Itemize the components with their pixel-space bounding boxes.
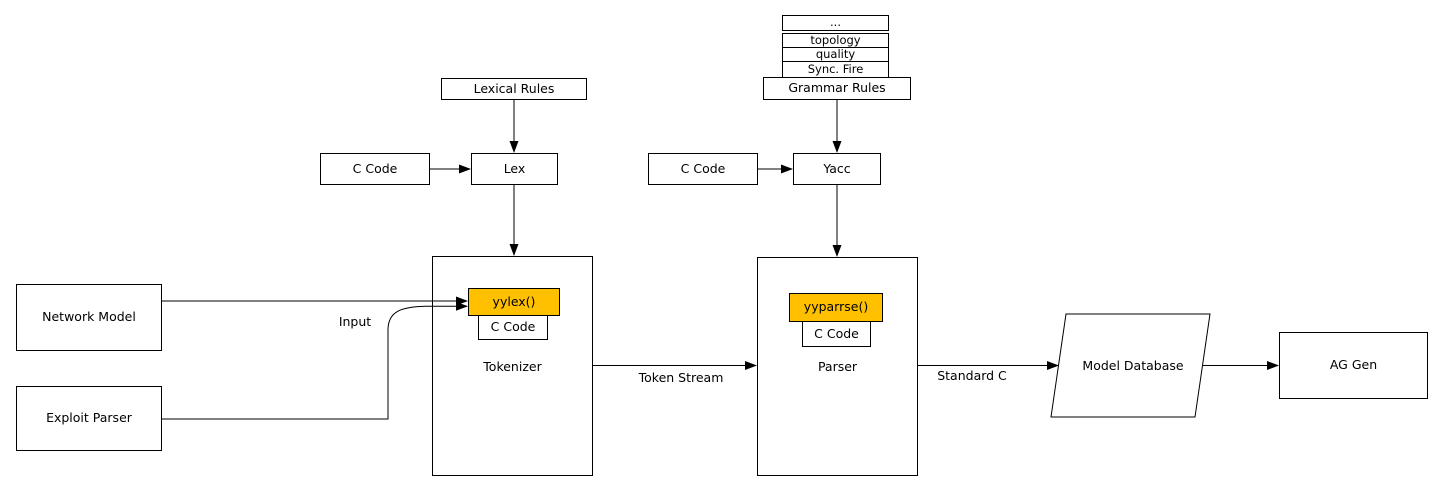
lexical-rules-label: Lexical Rules <box>473 80 555 96</box>
stack-row-quality-label: quality <box>815 46 856 61</box>
c-code-yacc-box: C Code <box>648 153 758 185</box>
stack-row-dots: ... <box>782 15 889 31</box>
input-edge-label: Input <box>338 313 372 329</box>
network-model-box: Network Model <box>16 284 162 351</box>
c-code-tokenizer-label: C Code <box>490 319 536 335</box>
c-code-tokenizer-box: C Code <box>478 315 548 340</box>
network-model-label: Network Model <box>42 309 136 325</box>
yacc-label: Yacc <box>823 160 851 176</box>
exploit-parser-label: Exploit Parser <box>46 410 132 426</box>
yacc-box: Yacc <box>793 153 881 185</box>
ag-gen-label: AG Gen <box>1329 357 1378 373</box>
lexical-rules-box: Lexical Rules <box>441 78 587 100</box>
yyparrse-label: yyparrse() <box>803 299 869 315</box>
yylex-box: yylex() <box>468 288 560 316</box>
stack-row-topology-label: topology <box>810 32 861 47</box>
stack-row-dots-label: ... <box>830 15 841 30</box>
lex-label: Lex <box>503 160 526 176</box>
stack-row-sync-fire-label: Sync. Fire <box>807 61 864 76</box>
tokenizer-label: Tokenizer <box>483 359 542 374</box>
yyparrse-box: yyparrse() <box>789 293 883 322</box>
c-code-parser-box: C Code <box>802 321 871 347</box>
exploit-parser-box: Exploit Parser <box>16 386 162 451</box>
yylex-label: yylex() <box>492 293 536 309</box>
parser-label: Parser <box>817 359 858 374</box>
model-database-label: Model Database <box>1082 357 1184 373</box>
grammar-rules-label: Grammar Rules <box>788 80 886 96</box>
parser-box: Parser <box>757 257 918 476</box>
edge-exploit-parser-to-yylex <box>162 301 468 420</box>
grammar-rules-box: Grammar Rules <box>763 77 911 100</box>
token-stream-edge-label: Token Stream <box>638 369 724 385</box>
c-code-yacc-label: C Code <box>680 160 726 176</box>
stack-row-quality: quality <box>782 47 889 62</box>
standard-c-edge-label: Standard C <box>937 367 1007 383</box>
ag-gen-box: AG Gen <box>1279 332 1428 399</box>
c-code-lex-box: C Code <box>320 153 430 185</box>
c-code-lex-label: C Code <box>352 160 398 176</box>
stack-row-sync-fire: Sync. Fire <box>782 61 889 78</box>
c-code-parser-label: C Code <box>814 325 859 341</box>
lex-box: Lex <box>471 153 558 185</box>
stack-row-topology: topology <box>782 33 889 48</box>
